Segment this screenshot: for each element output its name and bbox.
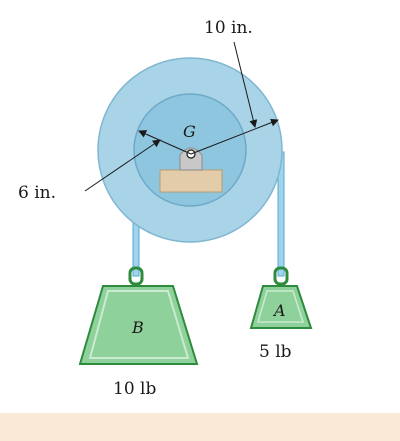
block-a-label: A	[272, 301, 286, 320]
outer-radius-label: 10 in.	[204, 18, 253, 38]
weight-a-label: 5 lb	[259, 342, 292, 362]
inner-radius-label: 6 in.	[18, 183, 56, 203]
bottom-band	[0, 413, 400, 441]
block-b-label: B	[131, 318, 144, 337]
outer-radius-arrow	[190, 118, 279, 155]
weight-b	[78, 266, 199, 365]
support-bracket	[159, 169, 223, 193]
inner-radius-leader	[84, 139, 161, 192]
inner-radius-arrow	[138, 130, 192, 155]
outer-radius-leader	[233, 41, 258, 128]
center-label: G	[183, 122, 196, 141]
weight-a	[249, 266, 313, 329]
weight-b-label: 10 lb	[113, 379, 156, 399]
pin-bracket	[179, 147, 203, 171]
